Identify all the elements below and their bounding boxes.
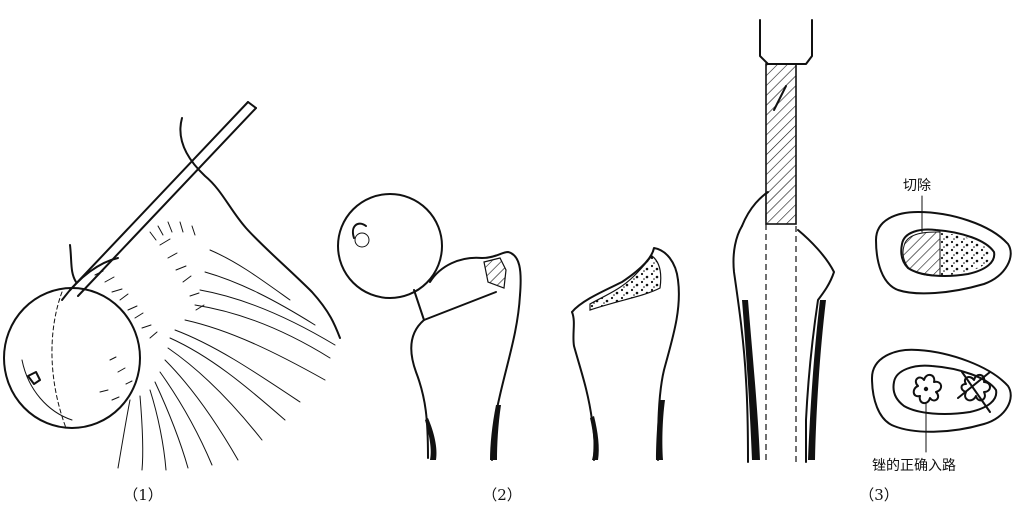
correct-entry-mark <box>912 374 942 404</box>
panel-label-2: （2） <box>482 486 522 504</box>
cartilage-shading <box>94 221 205 401</box>
panel-2-femur-resected <box>571 247 680 461</box>
panel-label-3: （3） <box>859 486 899 504</box>
panel-2-femur-with-head <box>337 193 522 461</box>
panel-3-rasp <box>732 19 835 463</box>
panel-label-1: （1） <box>123 486 163 504</box>
annotation-resect: 切除 <box>903 178 931 194</box>
instrument-rod <box>69 101 249 291</box>
panel-3-cross-section-bottom <box>871 348 1012 453</box>
femoral-head-sphere <box>337 193 443 299</box>
muscle-fibres <box>117 249 336 471</box>
annotation-correct-entry: 锉的正确入路 <box>872 458 956 474</box>
panel-3-cross-section-top <box>875 195 1012 295</box>
panel-1-drawing <box>3 101 341 471</box>
femoral-head <box>3 287 141 429</box>
rasp-blade <box>765 63 797 225</box>
